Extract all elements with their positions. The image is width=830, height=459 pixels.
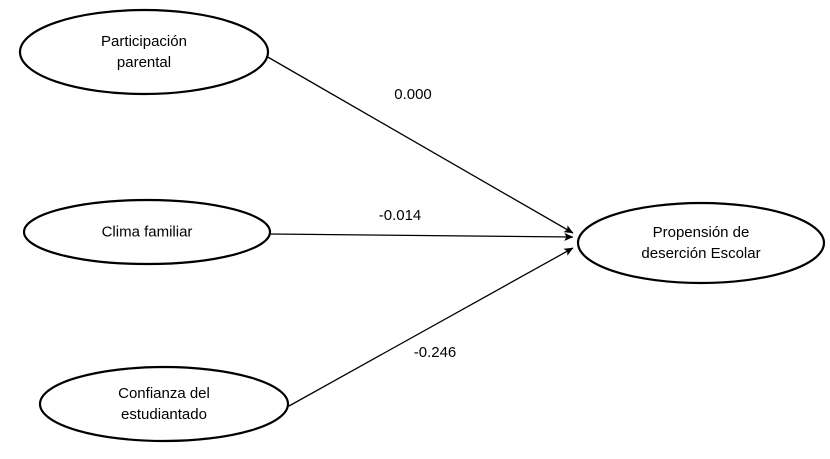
paths-layer xyxy=(265,55,574,407)
node-ellipse-confianza-del-estudiantado xyxy=(38,365,290,443)
node-ellipse-participacion-parental xyxy=(18,8,270,96)
path-arrow-clima-familiar-to-propension-desercion-escolar xyxy=(269,232,574,241)
path-arrow-confianza-del-estudiantado-to-propension-desercion-escolar xyxy=(288,247,574,407)
node-ellipse-propension-desercion-escolar xyxy=(576,201,826,285)
node-ellipse-clima-familiar xyxy=(22,198,272,266)
path-arrow-participacion-parental-to-propension-desercion-escolar xyxy=(265,55,574,234)
nodes-layer xyxy=(18,8,826,443)
